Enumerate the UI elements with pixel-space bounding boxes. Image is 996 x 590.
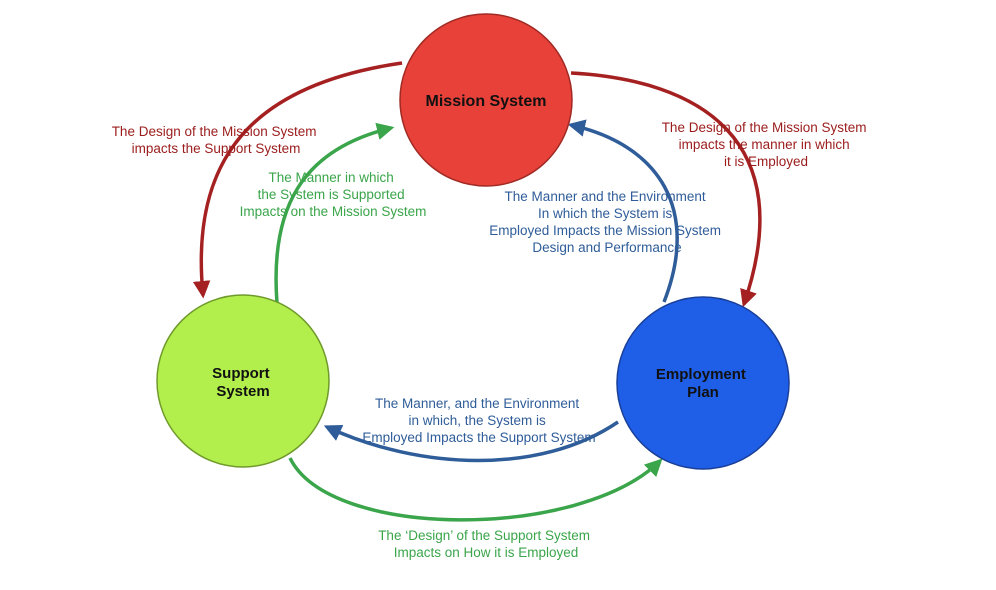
edge-employment-to-support xyxy=(323,420,619,463)
node-support-system xyxy=(156,294,330,468)
edge-label-mission-to-employment: The Design of the Mission System impacts… xyxy=(662,120,871,169)
edge-support-to-employment xyxy=(288,457,663,522)
node-mission-system xyxy=(399,13,573,187)
node-mission-system-label: Mission System xyxy=(426,93,547,110)
edge-label-employment-to-support: The Manner, and the Environment in which… xyxy=(362,396,595,445)
node-employment-plan-label: Employment Plan xyxy=(656,366,750,401)
edge-employment-to-mission xyxy=(567,119,679,303)
edge-label-support-to-mission: The Manner in which the System is Suppor… xyxy=(240,170,427,219)
edge-label-mission-to-support: The Design of the Mission System impacts… xyxy=(112,124,321,156)
edge-label-employment-to-mission: The Manner and the Environment In which … xyxy=(489,189,725,255)
edge-mission-to-support xyxy=(192,61,403,299)
node-employment-plan xyxy=(616,296,790,470)
edge-mission-to-employment xyxy=(570,71,762,308)
edge-support-to-mission xyxy=(274,122,395,304)
edge-label-support-to-employment: The ‘Design’ of the Support System Impac… xyxy=(378,528,594,560)
node-support-system-label: Support System xyxy=(212,365,274,400)
